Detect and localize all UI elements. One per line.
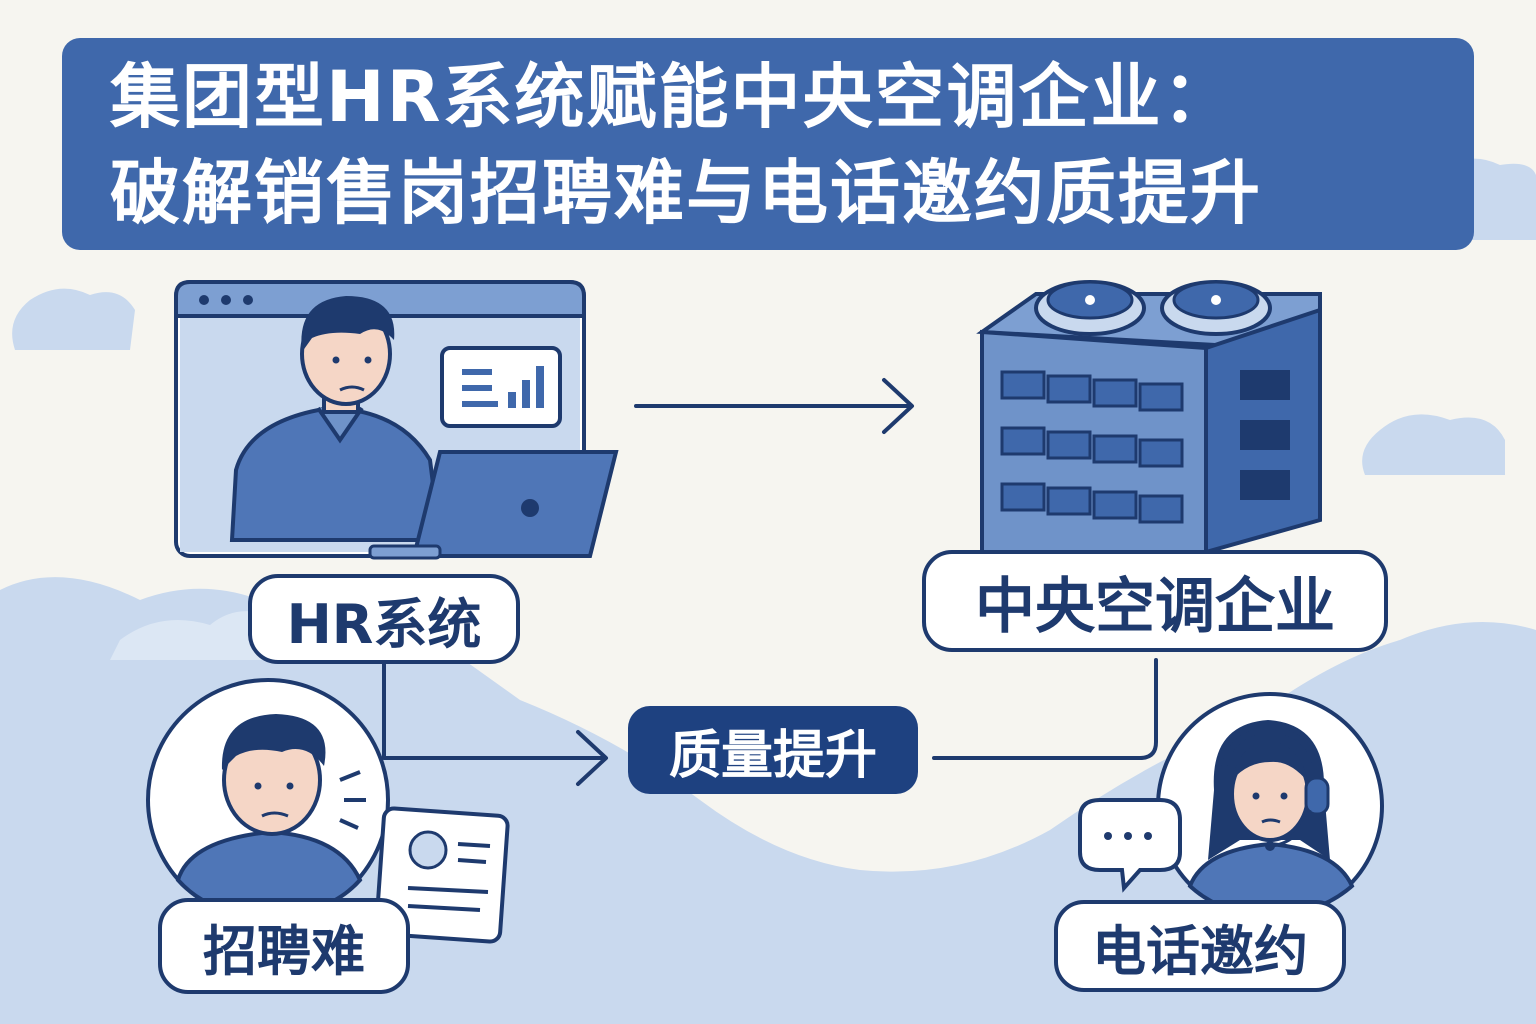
speech-bubble-icon	[1078, 798, 1182, 893]
connector-lines	[382, 378, 1158, 786]
fan-icon	[1034, 280, 1272, 336]
title-line-1: 集团型HR系统赋能中央空调企业：	[110, 56, 1235, 138]
headset-icon	[1219, 726, 1330, 851]
building-icon	[976, 280, 1322, 555]
title-line-2: 破解销售岗招聘难与电话邀约质提升	[110, 152, 1262, 234]
resume-icon	[374, 806, 510, 944]
hr-system-label: HR系统	[248, 574, 520, 664]
hr-system-illustration	[174, 280, 619, 560]
phone-invite-label: 电话邀约	[1054, 900, 1346, 992]
laptop-icon	[368, 450, 619, 560]
recruitment-label: 招聘难	[158, 898, 410, 994]
phone-agent-illustration	[1078, 692, 1384, 920]
title-banner	[62, 38, 1474, 250]
chart-icon	[440, 346, 562, 428]
company-label: 中央空调企业	[922, 550, 1388, 652]
quality-improvement-label: 质量提升	[628, 706, 918, 794]
recruitment-illustration	[146, 678, 510, 944]
